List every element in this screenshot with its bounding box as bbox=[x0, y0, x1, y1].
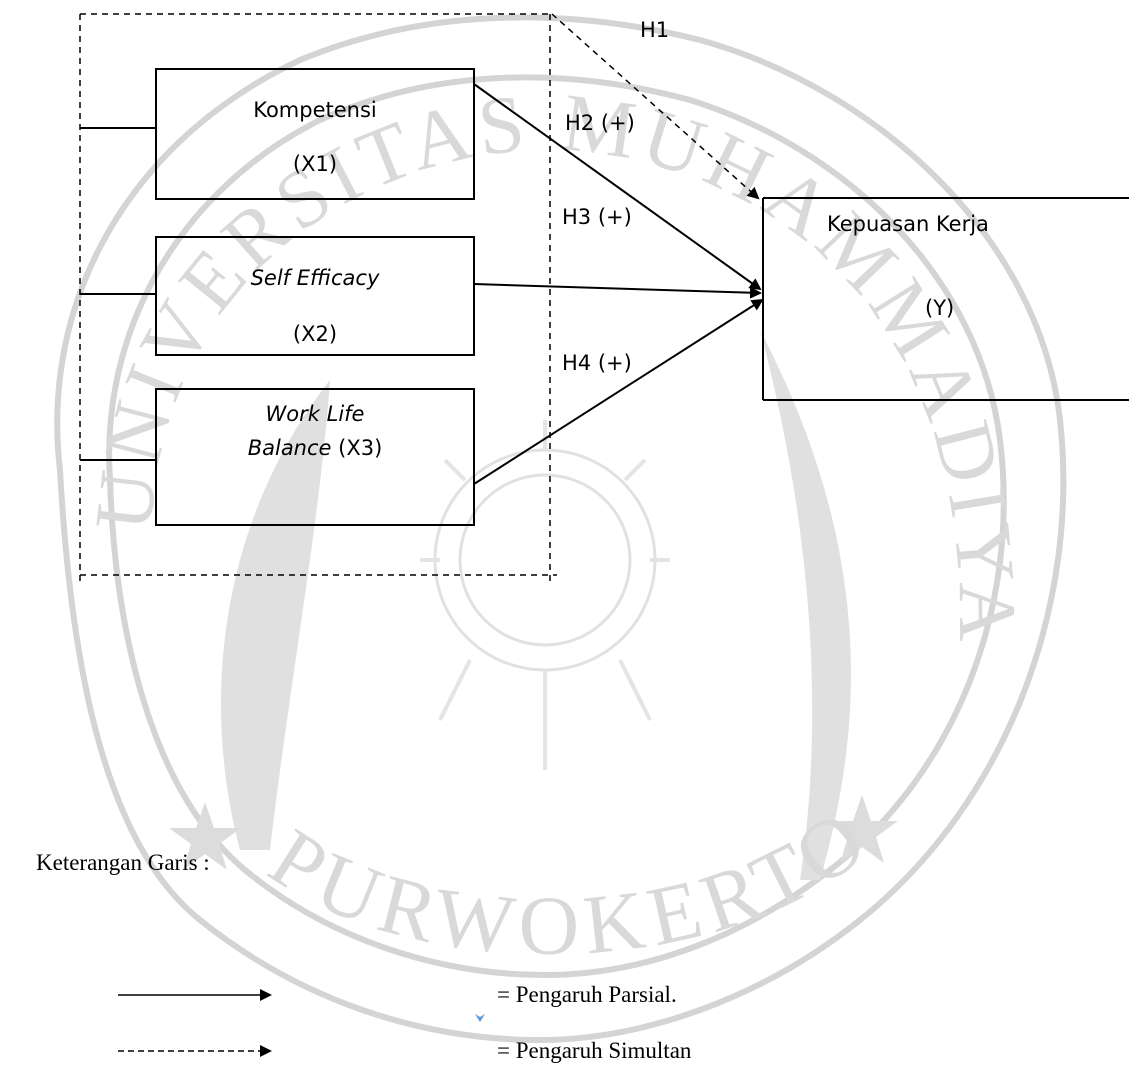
node-x1-box: Kompetensi (X1) bbox=[155, 68, 475, 200]
h2-label: H2 (+) bbox=[565, 111, 635, 135]
node-y-name: Kepuasan Kerja bbox=[827, 212, 989, 236]
node-y-code: (Y) bbox=[925, 296, 954, 320]
h4-label: H4 (+) bbox=[562, 351, 632, 375]
node-x3-name-line1: Work Life bbox=[157, 402, 473, 426]
h4-arrow bbox=[474, 300, 762, 484]
node-x1-code: (X1) bbox=[157, 152, 473, 176]
node-x3-name-line2: Balance (X3) bbox=[157, 436, 473, 460]
legend-title: Keterangan Garis : bbox=[36, 850, 210, 876]
legend-partial-text: = Pengaruh Parsial. bbox=[497, 982, 677, 1008]
node-x2-box: Self Efficacy (X2) bbox=[155, 236, 475, 356]
chevron-down-icon bbox=[475, 1014, 485, 1022]
left-bracket-lines bbox=[80, 128, 156, 460]
node-x2-code: (X2) bbox=[157, 322, 473, 346]
legend-simultaneous-text: = Pengaruh Simultan bbox=[497, 1038, 691, 1064]
h3-label: H3 (+) bbox=[562, 205, 632, 229]
h1-label: H1 bbox=[640, 18, 669, 42]
node-x3-box: Work Life Balance (X3) bbox=[155, 388, 475, 526]
node-x2-name: Self Efficacy bbox=[157, 266, 473, 290]
h3-arrow bbox=[474, 284, 760, 293]
node-x1-name: Kompetensi bbox=[157, 98, 473, 122]
